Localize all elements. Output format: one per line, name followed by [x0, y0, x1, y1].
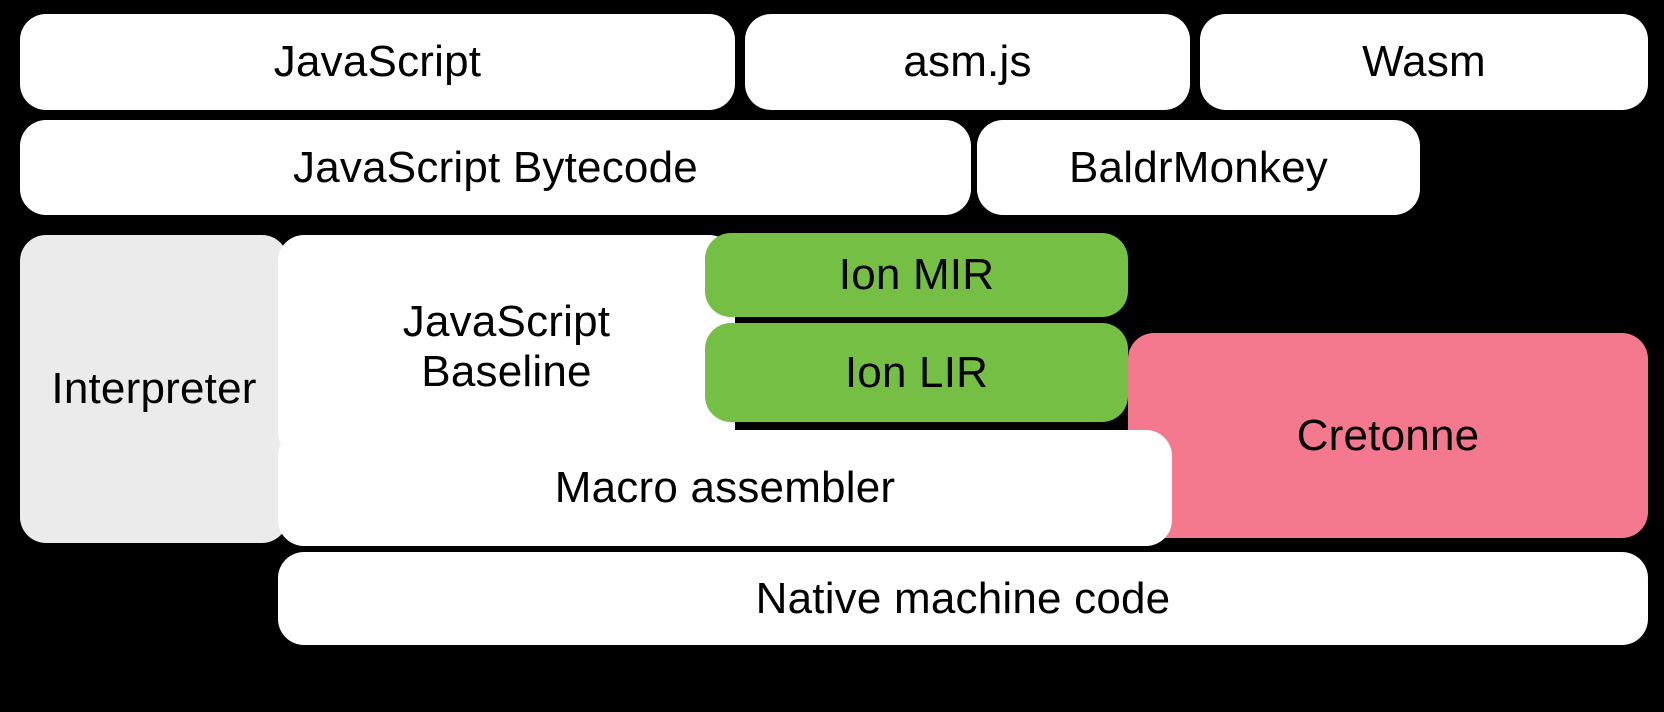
node-asmjs: asm.js — [745, 14, 1190, 110]
node-baldrmonkey: BaldrMonkey — [977, 120, 1420, 215]
node-cretonne: Cretonne — [1128, 333, 1648, 538]
node-ion-lir: Ion LIR — [705, 323, 1128, 422]
node-javascript-baseline: JavaScript Baseline — [278, 235, 735, 458]
node-wasm: Wasm — [1200, 14, 1648, 110]
node-interpreter: Interpreter — [20, 235, 288, 543]
node-macro-assembler: Macro assembler — [278, 430, 1172, 546]
node-native-machine-code: Native machine code — [278, 552, 1648, 645]
node-ion-mir: Ion MIR — [705, 233, 1128, 317]
node-javascript-bytecode: JavaScript Bytecode — [20, 120, 971, 215]
node-javascript: JavaScript — [20, 14, 735, 110]
